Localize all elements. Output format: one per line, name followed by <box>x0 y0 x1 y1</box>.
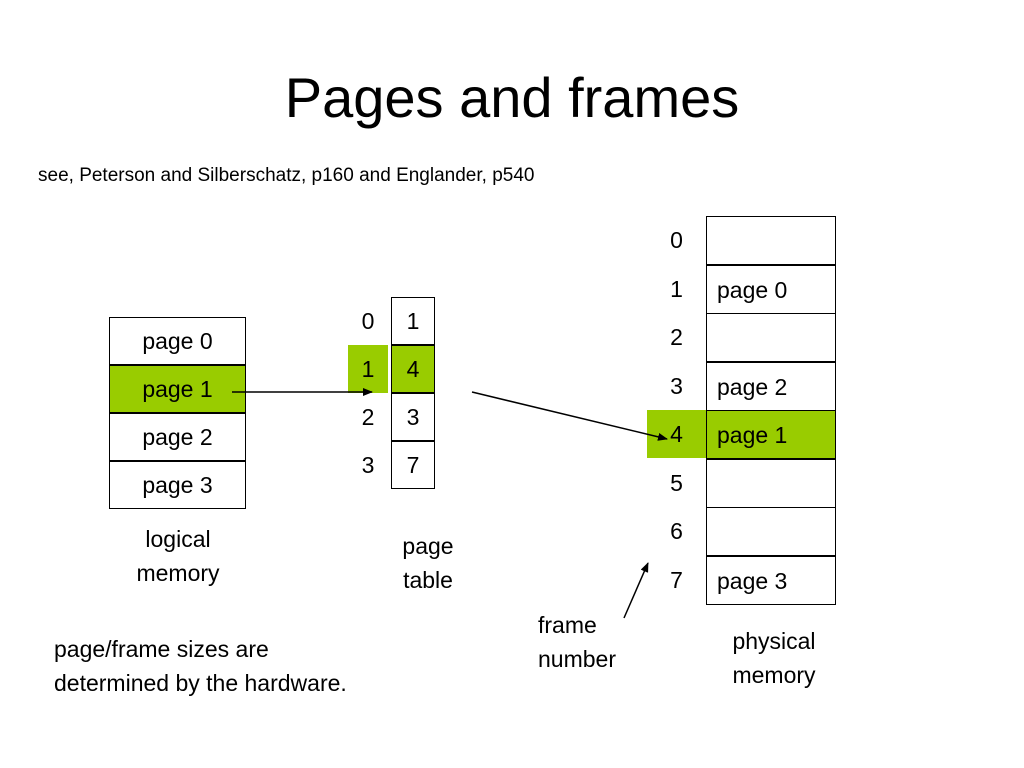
page-table-frame-3: 7 <box>391 441 435 489</box>
logical-memory-label-line-1: logical <box>145 526 211 552</box>
page-table-label: page table <box>378 529 478 597</box>
physical-memory-frame-7: page 3 <box>706 556 836 605</box>
physical-memory-frame-2 <box>706 313 836 362</box>
frame-number-label-line-1: frame <box>538 612 597 638</box>
arrow-page-table-to-frame <box>471 391 668 441</box>
frame-number-7: 7 <box>670 567 683 593</box>
logical-memory-cell-0: page 0 <box>109 317 246 365</box>
frame-number-1: 1 <box>670 276 683 302</box>
page-title: Pages and frames <box>284 66 740 129</box>
logical-memory-label: logical memory <box>100 522 256 590</box>
physical-memory-label: physical memory <box>704 624 844 692</box>
physical-memory-frame-4: page 1 <box>706 410 836 459</box>
note-text: page/frame sizes are determined by the h… <box>54 632 474 700</box>
physical-memory-label-line-1: physical <box>732 628 816 654</box>
physical-memory-frame-1: page 0 <box>706 265 836 314</box>
citation-text: see, Peterson and Silberschatz, p160 and… <box>38 165 535 186</box>
frame-number-6: 6 <box>670 518 683 544</box>
page-table-label-line-1: page <box>402 533 454 559</box>
frame-number-label: frame number <box>538 608 648 676</box>
logical-memory-cell-2: page 2 <box>109 413 246 461</box>
note-text-line-2: determined by the hardware. <box>54 670 347 696</box>
logical-memory-cell-3: page 3 <box>109 461 246 509</box>
logical-memory-cell-1: page 1 <box>109 365 246 413</box>
page-table-index-3: 3 <box>361 452 375 478</box>
logical-memory-label-line-2: memory <box>136 560 220 586</box>
frame-number-5: 5 <box>670 470 683 496</box>
page-table-index-2: 2 <box>361 404 375 430</box>
frame-number-label-line-2: number <box>538 646 616 672</box>
page-table-frame-2: 3 <box>391 393 435 441</box>
physical-memory-frame-6 <box>706 507 836 556</box>
physical-memory-label-line-2: memory <box>732 662 816 688</box>
page-table-frame-0: 1 <box>391 297 435 345</box>
page-table-frame-1: 4 <box>391 345 435 393</box>
page-table-index-0: 0 <box>361 308 375 334</box>
page-table-label-line-2: table <box>403 567 453 593</box>
frame-number-3: 3 <box>670 373 683 399</box>
page-table-index-1: 1 <box>348 345 388 393</box>
frame-number-2: 2 <box>670 324 683 350</box>
frame-number-0: 0 <box>670 227 683 253</box>
physical-memory-frame-0 <box>706 216 836 265</box>
frame-number-4: 4 <box>647 410 706 458</box>
physical-memory-frame-5 <box>706 459 836 508</box>
note-text-line-1: page/frame sizes are <box>54 636 269 662</box>
physical-memory-frame-3: page 2 <box>706 362 836 411</box>
